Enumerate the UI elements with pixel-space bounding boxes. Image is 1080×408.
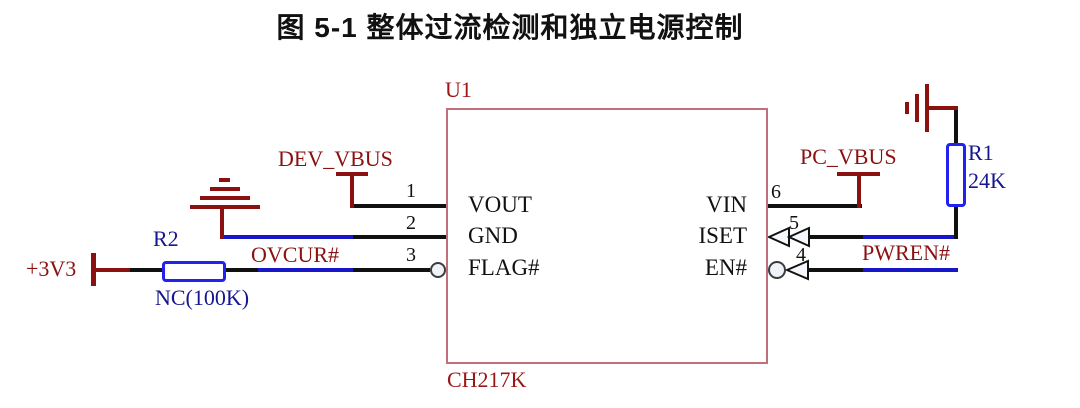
resistor-r2-value: NC(100K) [155, 285, 250, 310]
chip-body [446, 108, 768, 364]
wire-r2-left [130, 268, 162, 272]
pin-name-vin: VIN [706, 192, 747, 217]
ground-stem [220, 208, 224, 239]
active-low-bubble-flag [430, 262, 446, 278]
wire-gnd-net [222, 235, 353, 239]
pin-name-vout: VOUT [468, 192, 532, 217]
resistor-r1-designator: R1 [968, 140, 994, 165]
pin-name-gnd: GND [468, 223, 518, 248]
chip-designator: U1 [445, 77, 472, 102]
ground-bar-2 [200, 196, 250, 200]
input-arrow-icon-iset [768, 226, 810, 248]
pin-name-flag: FLAG# [468, 255, 540, 280]
wire-pin5 [810, 235, 863, 239]
wire-pin3 [353, 268, 430, 272]
ground-bar-3 [210, 187, 240, 191]
net-label-pc-vbus: PC_VBUS [800, 144, 897, 169]
earth-icon [925, 84, 929, 132]
resistor-r1-value: 24K [968, 168, 1006, 193]
pin-number-2: 2 [406, 212, 416, 234]
power-tap-stem [350, 175, 354, 208]
net-label-pwren: PWREN# [862, 240, 950, 265]
wire-iset-net [863, 235, 958, 239]
resistor-r2-designator: R2 [153, 226, 179, 251]
pin-number-6: 6 [771, 181, 781, 203]
pin-name-en: EN# [704, 255, 747, 280]
active-low-bubble-en [768, 261, 786, 279]
pin-number-4: 4 [796, 244, 806, 266]
net-label-dev-vbus: DEV_VBUS [278, 146, 393, 171]
wire-earth-red [927, 106, 958, 110]
ground-bar-4 [219, 178, 230, 182]
wire-r2-right [226, 268, 258, 272]
ground-icon [190, 205, 260, 209]
power-tap-icon-pc [837, 172, 880, 176]
chip-part-number: CH217K [447, 367, 527, 392]
wire-pin2 [353, 235, 446, 239]
wire-ovcur-net [258, 268, 353, 272]
port-bar-3v3 [91, 253, 96, 286]
resistor-r2 [162, 261, 226, 282]
figure-title: 图 5-1 整体过流检测和独立电源控制 [276, 12, 744, 43]
wire-r1-top [954, 108, 958, 143]
pin-number-5: 5 [789, 212, 799, 234]
wire-pin6 [768, 204, 862, 208]
pin-number-3: 3 [406, 244, 416, 266]
wire-pwren-net [863, 268, 958, 272]
resistor-r1 [946, 143, 966, 207]
power-tap-icon [336, 172, 368, 176]
wire-pin1 [352, 204, 446, 208]
earth-bar-2 [915, 94, 919, 122]
power-tap-stem-pc [857, 175, 861, 208]
net-label-3v3: +3V3 [26, 256, 77, 281]
wire-pin4 [808, 268, 863, 272]
wire-r1-bottom [954, 207, 958, 239]
wire-3v3-red [95, 268, 130, 272]
pin-number-1: 1 [406, 180, 416, 202]
input-arrow-icon-en [786, 259, 809, 281]
earth-bar-3 [905, 102, 909, 114]
net-label-ovcur: OVCUR# [251, 242, 340, 267]
pin-name-iset: ISET [698, 223, 747, 248]
